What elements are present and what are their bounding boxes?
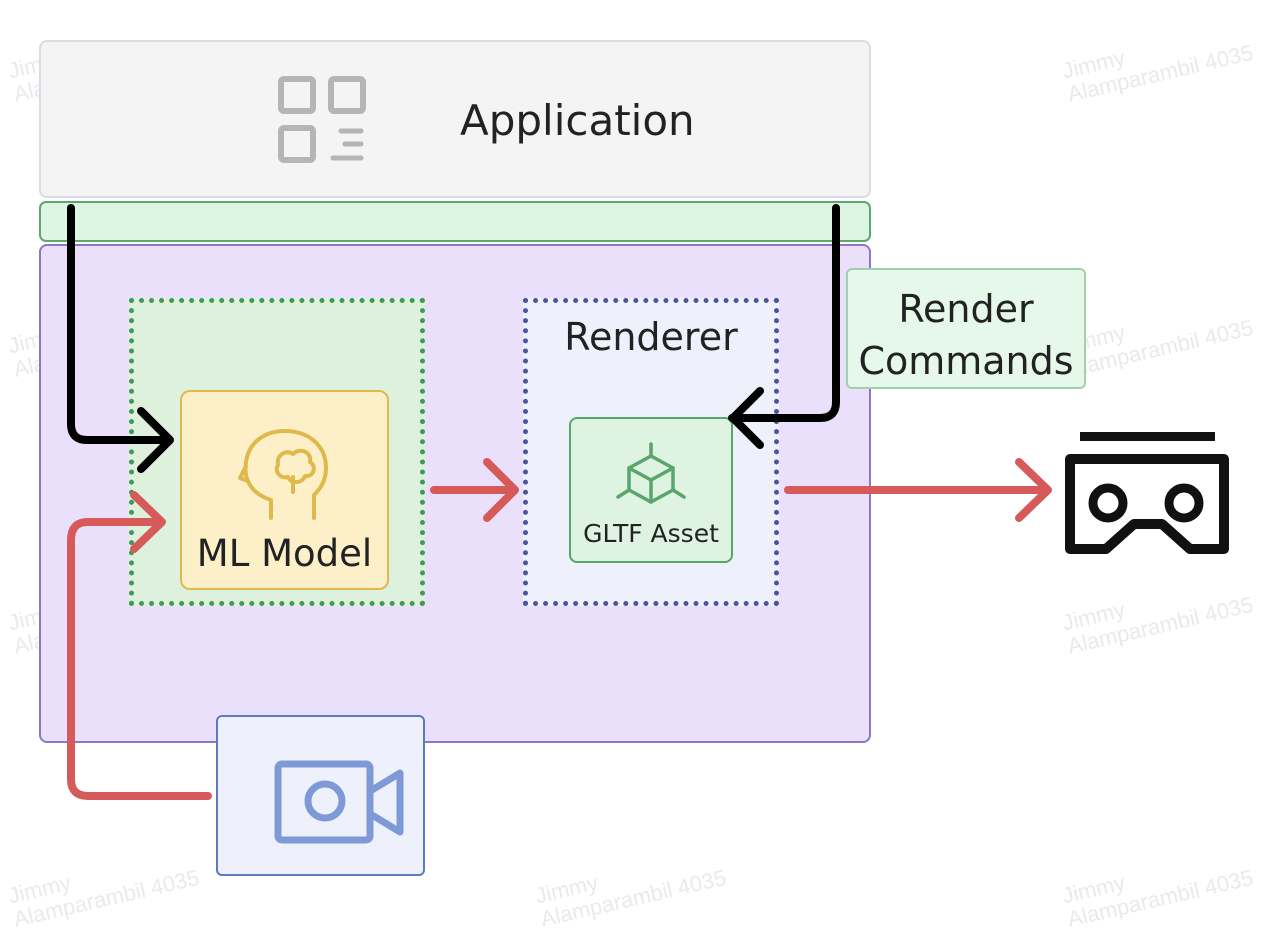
gltf-asset-label: GLTF Asset xyxy=(583,519,719,548)
ml-model-label: ML Model xyxy=(196,532,373,575)
camera-to-ml-arrow xyxy=(67,518,212,800)
app-to-ml-arrow xyxy=(67,204,172,444)
app-to-ml-arrowhead xyxy=(137,407,174,473)
renderer-label: Renderer xyxy=(564,315,738,359)
camera-node xyxy=(216,715,425,876)
app-to-renderer-arrowhead xyxy=(729,387,764,449)
ml-to-renderer-arrowhead xyxy=(483,458,519,522)
sdk-band xyxy=(39,201,871,242)
renderer-to-headset-arrowhead xyxy=(1015,458,1052,522)
render-commands-label: Render Commands xyxy=(858,287,1074,383)
ml-model-node xyxy=(180,390,389,590)
app-to-renderer-arrow xyxy=(728,204,840,422)
render-commands-box xyxy=(846,268,1086,389)
camera-to-ml-arrowhead xyxy=(130,491,166,553)
application-box xyxy=(39,40,871,198)
application-label: Application xyxy=(460,96,695,145)
